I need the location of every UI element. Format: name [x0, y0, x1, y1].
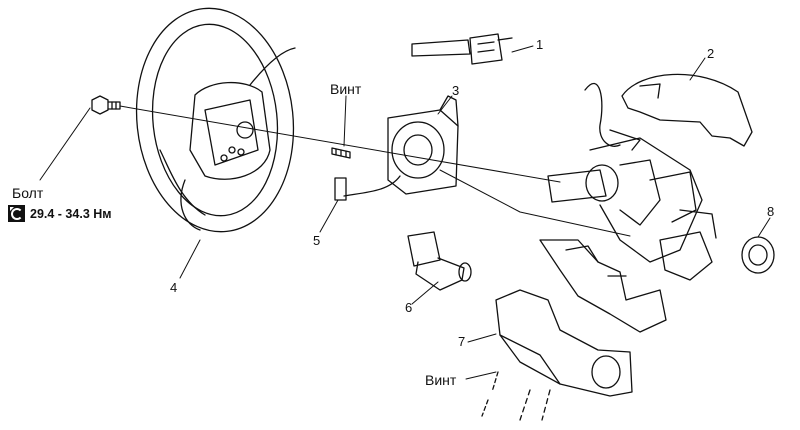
assembly-axis-line [120, 106, 560, 182]
torque-value: 29.4 - 34.3 Нм [30, 206, 112, 221]
bolt-label: Болт [12, 185, 44, 201]
screw-label-top: Винт [330, 81, 362, 97]
bolt-part [92, 96, 120, 114]
lighting-switch-part [408, 232, 471, 290]
column-dashed-line [520, 390, 550, 420]
callout-6: 6 [405, 300, 413, 315]
upper-column-cover-part [622, 74, 752, 146]
steering-wheel-part [126, 0, 305, 239]
screw-label-bottom: Винт [425, 372, 457, 388]
callout-2: 2 [707, 46, 715, 61]
screw-dashed-line [482, 372, 498, 416]
callout-4: 4 [170, 280, 178, 295]
screw-part [332, 148, 350, 158]
lower-cover-bracket-part [540, 240, 666, 332]
steering-column-part [548, 83, 716, 280]
torque-wrench-icon [8, 205, 25, 222]
assembly-axis-line-2 [440, 170, 630, 236]
torque-spec: 29.4 - 34.3 Нм [8, 205, 112, 222]
callout-1: 1 [536, 37, 544, 52]
callout-7: 7 [458, 334, 466, 349]
callout-3: 3 [452, 83, 460, 98]
callout-5: 5 [313, 233, 321, 248]
lower-column-cover-part [496, 290, 632, 396]
callout-8: 8 [767, 204, 775, 219]
wiper-switch-part [412, 34, 512, 64]
clamp-ring-part [742, 237, 774, 273]
callout-leader-lines [40, 46, 770, 379]
spiral-cable-part [335, 96, 458, 200]
